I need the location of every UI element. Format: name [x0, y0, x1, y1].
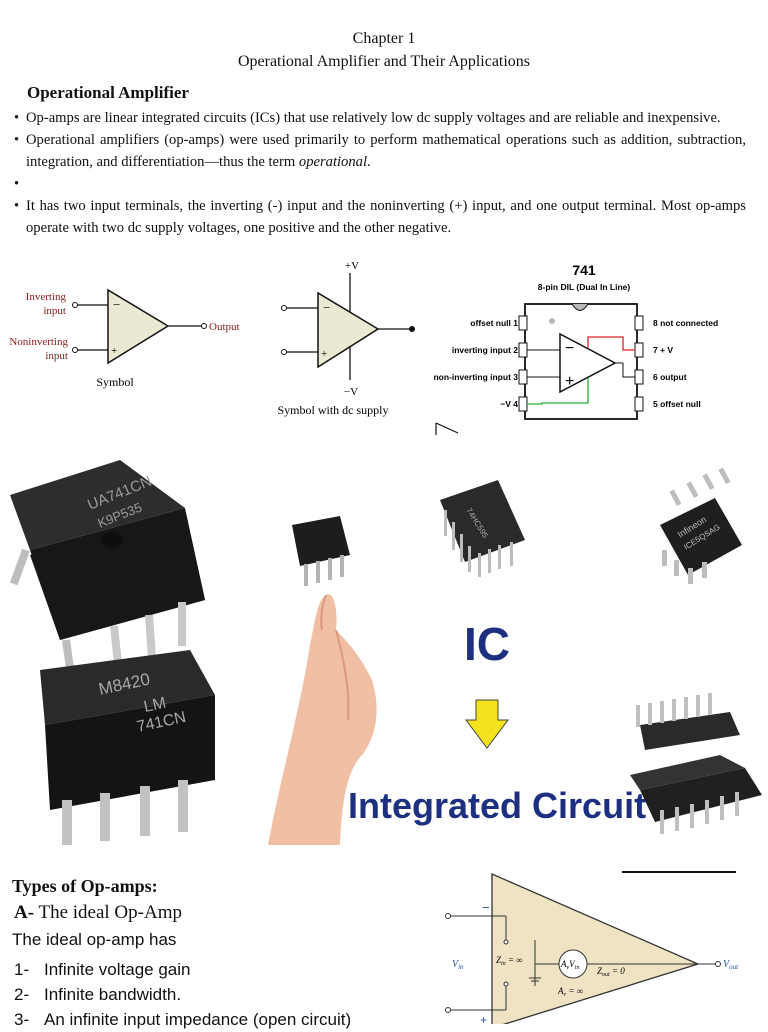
bullet-period: .	[367, 154, 371, 170]
ic-label: IC	[464, 618, 510, 670]
bullet-text: It has two input terminals, the invertin…	[26, 198, 746, 236]
vplus-label: +V	[345, 260, 359, 272]
list-item: 1-Infinite voltage gain	[14, 960, 191, 979]
gain-source-label: AvVin	[560, 959, 579, 971]
av-label: Av = ∞	[557, 986, 583, 998]
chapter-label: Chapter 1	[352, 30, 416, 47]
dip-chip-ua741: UA741CN K9P535	[9, 460, 205, 681]
bullet-item-empty	[14, 173, 746, 195]
bullet-italic-term: operational	[298, 154, 367, 170]
vout-label: Vout	[723, 959, 739, 971]
hand-holding-chip	[268, 516, 377, 845]
bullet-item: Operational amplifiers (op-amps) were us…	[14, 129, 746, 173]
pin-label-4: −V 4	[500, 399, 518, 409]
ideal-title: The ideal Op-Amp	[34, 902, 182, 923]
ideal-properties-list: 1-Infinite voltage gain 2-Infinite bandw…	[14, 957, 351, 1032]
symbol-caption: Symbol	[96, 375, 134, 389]
bullet-text: Op-amps are linear integrated circuits (…	[26, 110, 721, 126]
chip-marking: LM	[142, 695, 167, 716]
inverting-label-2: input	[43, 305, 66, 317]
down-arrow-icon	[465, 699, 509, 749]
integrated-circuit-label: Integrated Circuit	[348, 785, 646, 826]
chapter-title: Operational Amplifier and Their Applicat…	[237, 53, 531, 70]
pinout-741-diagram: 741 8-pin DIL (Dual In Line) − + offset …	[433, 262, 718, 435]
internal-opamp	[559, 332, 617, 394]
minus-sign: −	[113, 297, 120, 312]
types-heading: Types of Op-amps:	[12, 876, 158, 896]
opamp-triangle	[107, 288, 170, 365]
pin-label-3: non-inverting input 3	[433, 372, 518, 382]
bullet-list: Op-amps are linear integrated circuits (…	[14, 107, 746, 239]
ideal-opamp-heading: A- The ideal Op-Amp	[14, 902, 182, 924]
opamp-supply-diagram: +V −V − + Symbol with dc supply	[277, 260, 415, 417]
ideal-opamp-triangle	[491, 873, 700, 1024]
supply-caption: Symbol with dc supply	[277, 403, 388, 417]
minus-sign: −	[482, 900, 490, 915]
pin-label-8: 8 not connected	[653, 318, 718, 328]
zout-label: Zout = 0	[597, 966, 625, 978]
pinout-subtitle: 8-pin DIL (Dual In Line)	[538, 282, 631, 292]
section-heading: Operational Amplifier	[27, 83, 189, 102]
bullet-item: Op-amps are linear integrated circuits (…	[14, 107, 746, 129]
opamp-symbol-diagram: − + Inverting input Noninverting input O…	[9, 288, 240, 389]
pin-label-7: 7 + V	[653, 345, 673, 355]
bullet-item: It has two input terminals, the invertin…	[14, 195, 746, 239]
ideal-intro: The ideal op-amp has	[12, 930, 177, 949]
pin-label-5: 5 offset null	[653, 399, 701, 409]
horizontal-rule	[622, 871, 736, 873]
dip-chip-74hc595: 74HC595	[440, 480, 525, 577]
minus-sign: −	[323, 300, 330, 315]
pin-label-1: offset null 1	[470, 318, 518, 328]
plus-sign: +	[321, 348, 327, 360]
plus-sign: +	[480, 1013, 487, 1024]
soic-chip-infineon: Infineon ICE5QSAG	[660, 467, 742, 584]
list-item: 2-Infinite bandwidth.	[14, 985, 182, 1004]
dip-chip-pair	[630, 693, 762, 834]
noninverting-label: Noninverting	[9, 336, 68, 348]
zin-label: Zin = ∞	[496, 955, 523, 967]
list-item: 3-An infinite input impedance (open circ…	[14, 1010, 352, 1029]
inverting-label: Inverting	[26, 291, 67, 303]
plus-sign: +	[111, 345, 117, 357]
pinout-title: 741	[572, 262, 596, 278]
output-label: Output	[209, 321, 240, 333]
ic-photo-collage: UA741CN K9P535 M8420 LM 741CN 74HC595	[0, 450, 768, 850]
opamp-triangle	[317, 291, 380, 369]
dip-chip-lm741: M8420 LM 741CN	[40, 650, 215, 845]
ideal-prefix: A-	[14, 902, 35, 923]
noninverting-label-2: input	[45, 350, 68, 362]
vin-label: Vin	[452, 959, 464, 971]
bullet-text: Operational amplifiers (op-amps) were us…	[26, 132, 746, 170]
ideal-opamp-diagram: − + Vin Zin = ∞ AvVin Zout = 0 Av = ∞ Vo…	[445, 873, 739, 1024]
pin-label-2: inverting input 2	[452, 345, 518, 355]
vminus-label: −V	[344, 386, 358, 398]
plus-sign: +	[565, 373, 574, 390]
minus-sign: −	[565, 340, 574, 357]
pin-label-6: 6 output	[653, 372, 687, 382]
